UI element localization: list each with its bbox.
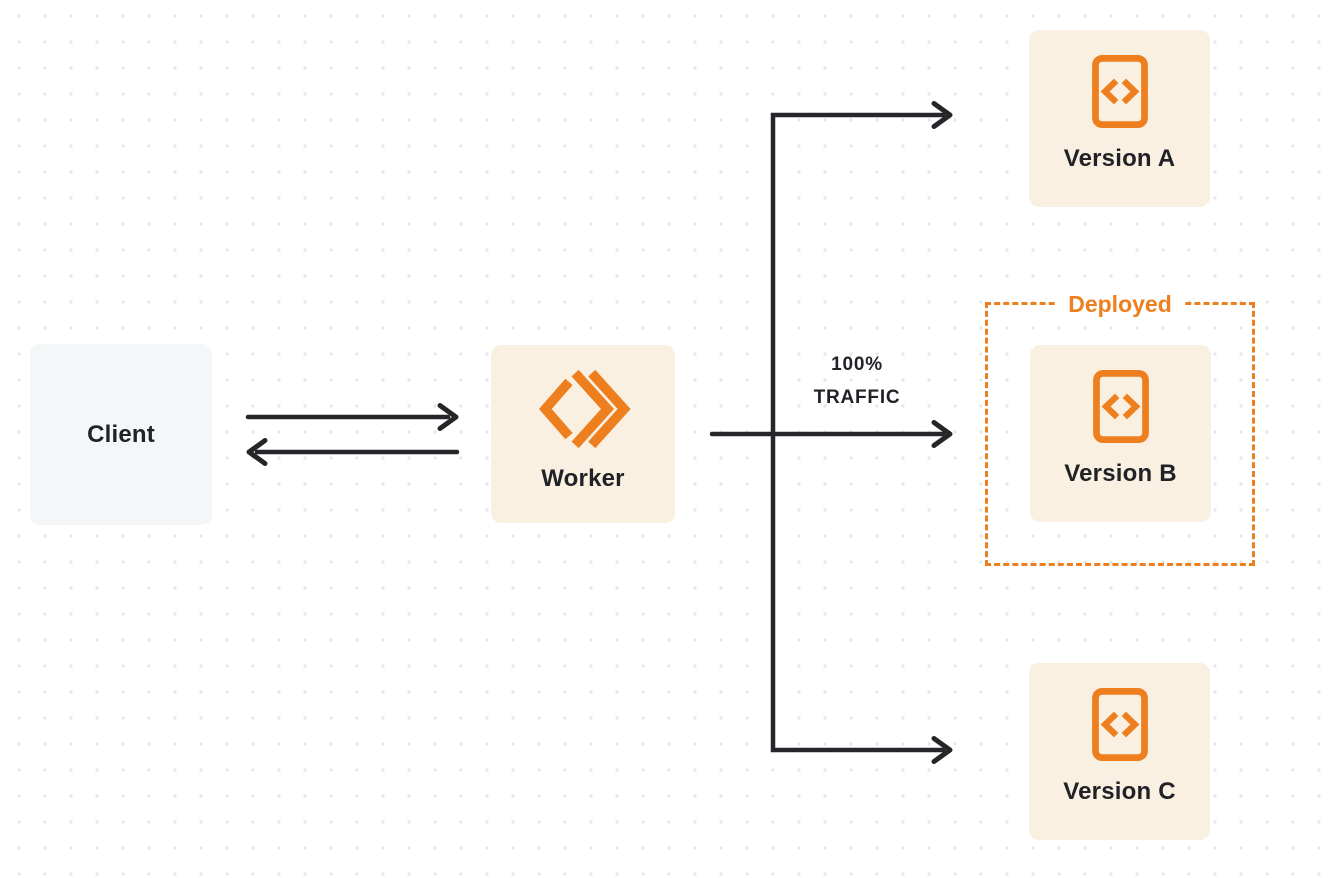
arrow-worker-to-client-head [246,438,268,466]
branch-elbow-line [770,112,946,753]
node-worker: Worker [491,345,675,523]
arrow-to-version-a-head [931,101,953,129]
traffic-percent-text: 100% [831,354,883,375]
deployed-group-label: Deployed [1056,290,1184,318]
worker-label: Worker [541,465,625,492]
code-file-icon [1091,687,1148,762]
arrow-to-version-c-head [931,736,953,764]
traffic-word-text: TRAFFIC [813,387,901,408]
workers-logo-icon [538,369,631,449]
arrow-worker-to-version-b-head [931,420,953,448]
client-label: Client [87,420,155,448]
node-version-a: Version A [1029,30,1210,207]
code-file-icon [1092,369,1149,444]
arrow-client-to-worker-head [437,403,459,431]
node-version-c: Version C [1029,663,1210,840]
version-b-label: Version B [1064,460,1177,487]
node-version-b: Version B [1030,345,1211,522]
deployed-group-outline: Deployed [985,290,1255,566]
version-c-label: Version C [1063,778,1176,805]
code-file-icon [1091,54,1148,129]
traffic-annotation: 100% TRAFFIC [772,348,942,414]
node-client: Client [30,344,212,525]
version-a-label: Version A [1063,145,1176,172]
